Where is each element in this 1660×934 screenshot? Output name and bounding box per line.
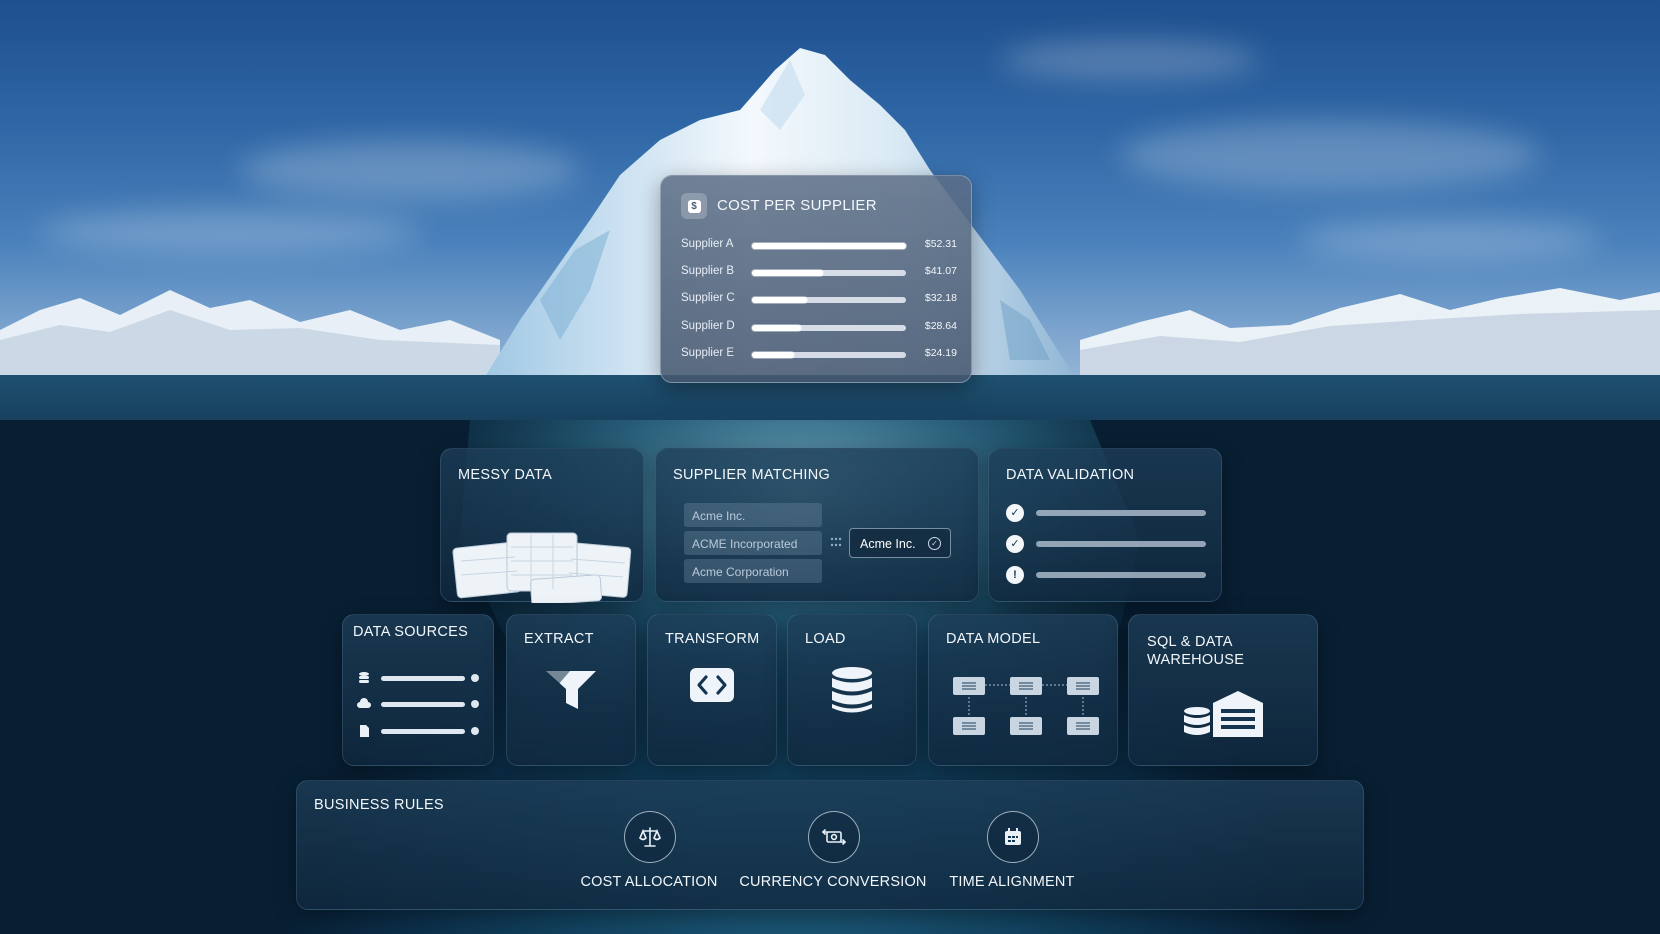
calendar-icon (987, 811, 1039, 863)
data-model-card: DATA MODEL (928, 614, 1118, 766)
check-icon: ✓ (928, 537, 941, 550)
funnel-icon (546, 671, 596, 709)
rule-label: CURRENCY CONVERSION (739, 874, 927, 890)
extract-title: EXTRACT (524, 631, 594, 647)
link-dots-icon (830, 537, 842, 547)
rule-time-alignment: TIME ALIGNMENT (917, 811, 1107, 901)
rule-cost-allocation: COST ALLOCATION (554, 811, 744, 901)
supplier-cost: $28.64 (924, 320, 957, 332)
cloud (1120, 120, 1540, 190)
check-icon: ✓ (1006, 535, 1024, 553)
rule-label: COST ALLOCATION (580, 874, 718, 890)
business-rules-title: BUSINESS RULES (314, 797, 444, 813)
supplier-matching-title: SUPPLIER MATCHING (673, 467, 831, 483)
supplier-candidate: Acme Corporation (684, 559, 822, 583)
supplier-matching-card: SUPPLIER MATCHING Acme Inc. ACME Incorpo… (655, 448, 979, 602)
supplier-name: Supplier C (681, 292, 735, 304)
data-model-title: DATA MODEL (946, 631, 1041, 647)
data-validation-card: DATA VALIDATION ✓ ✓ ! (988, 448, 1222, 602)
supplier-row: Supplier D $28.64 (681, 318, 957, 338)
data-source-row (357, 697, 481, 711)
supplier-row: Supplier A $52.31 (681, 236, 957, 256)
cloud-icon (357, 698, 371, 708)
supplier-bar (752, 352, 906, 358)
business-rules-card: BUSINESS RULES COST ALLOCATION CURRENCY … (296, 780, 1364, 910)
sql-warehouse-title-line2: WAREHOUSE (1147, 652, 1245, 668)
cloud (1300, 220, 1600, 260)
matched-supplier: Acme Inc. ✓ (849, 528, 951, 558)
rule-label: TIME ALIGNMENT (949, 874, 1075, 890)
supplier-name: Supplier E (681, 347, 735, 359)
transform-card: TRANSFORM (647, 614, 777, 766)
load-card: LOAD (787, 614, 917, 766)
cloud (40, 210, 420, 254)
schema-icon (953, 677, 1099, 735)
exclamation-icon: ! (1006, 566, 1024, 584)
data-validation-title: DATA VALIDATION (1006, 467, 1135, 483)
validation-row: ✓ (1006, 504, 1206, 522)
cloud (1000, 40, 1260, 80)
supplier-row: Supplier B $41.07 (681, 263, 957, 283)
supplier-cost: $32.18 (924, 292, 957, 304)
transform-title: TRANSFORM (665, 631, 760, 647)
cost-per-supplier-card: $ COST PER SUPPLIER Supplier A $52.31 Su… (660, 175, 972, 383)
supplier-cost: $24.19 (924, 347, 957, 359)
sql-warehouse-card: SQL & DATA WAREHOUSE (1128, 614, 1318, 766)
validation-row: ! (1006, 566, 1206, 584)
cost-per-supplier-title: COST PER SUPPLIER (717, 197, 877, 214)
data-source-row (357, 724, 481, 738)
data-sources-card: DATA SOURCES (342, 614, 494, 766)
supplier-candidate: Acme Inc. (684, 503, 822, 527)
supplier-name: Supplier B (681, 265, 735, 277)
supplier-row: Supplier C $32.18 (681, 290, 957, 310)
sql-warehouse-title: SQL & DATA WAREHOUSE (1147, 633, 1244, 669)
spreadsheets-icon (452, 532, 632, 603)
validation-row: ✓ (1006, 535, 1206, 553)
data-source-row (357, 671, 481, 685)
file-icon (360, 725, 369, 737)
supplier-cost: $52.31 (924, 238, 957, 250)
messy-data-title: MESSY DATA (458, 467, 553, 483)
database-icon (359, 672, 369, 683)
supplier-candidate: ACME Incorporated (684, 531, 822, 555)
supplier-row: Supplier E $24.19 (681, 345, 957, 365)
currency-exchange-icon (808, 811, 860, 863)
supplier-name: Supplier A (681, 238, 734, 250)
check-icon: ✓ (1006, 504, 1024, 522)
cloud (240, 140, 580, 200)
code-icon (690, 668, 734, 702)
data-sources-title: DATA SOURCES (353, 624, 469, 640)
supplier-bar (752, 297, 906, 303)
sea-surface (0, 375, 1660, 425)
database-stack-icon (832, 667, 872, 713)
supplier-bar (752, 270, 906, 276)
sql-warehouse-title-line1: SQL & DATA (1147, 634, 1233, 650)
matched-supplier-label: Acme Inc. (860, 537, 916, 551)
load-title: LOAD (805, 631, 846, 647)
scale-icon (624, 811, 676, 863)
supplier-bar (752, 243, 906, 249)
warehouse-icon (1184, 691, 1263, 737)
dollar-badge-icon: $ (681, 193, 707, 219)
distant-mountains (0, 288, 1660, 380)
messy-data-card: MESSY DATA (440, 448, 644, 603)
extract-card: EXTRACT (506, 614, 636, 766)
supplier-name: Supplier D (681, 320, 735, 332)
rule-currency-conversion: CURRENCY CONVERSION (738, 811, 928, 901)
supplier-bar (752, 325, 906, 331)
supplier-cost: $41.07 (924, 265, 957, 277)
